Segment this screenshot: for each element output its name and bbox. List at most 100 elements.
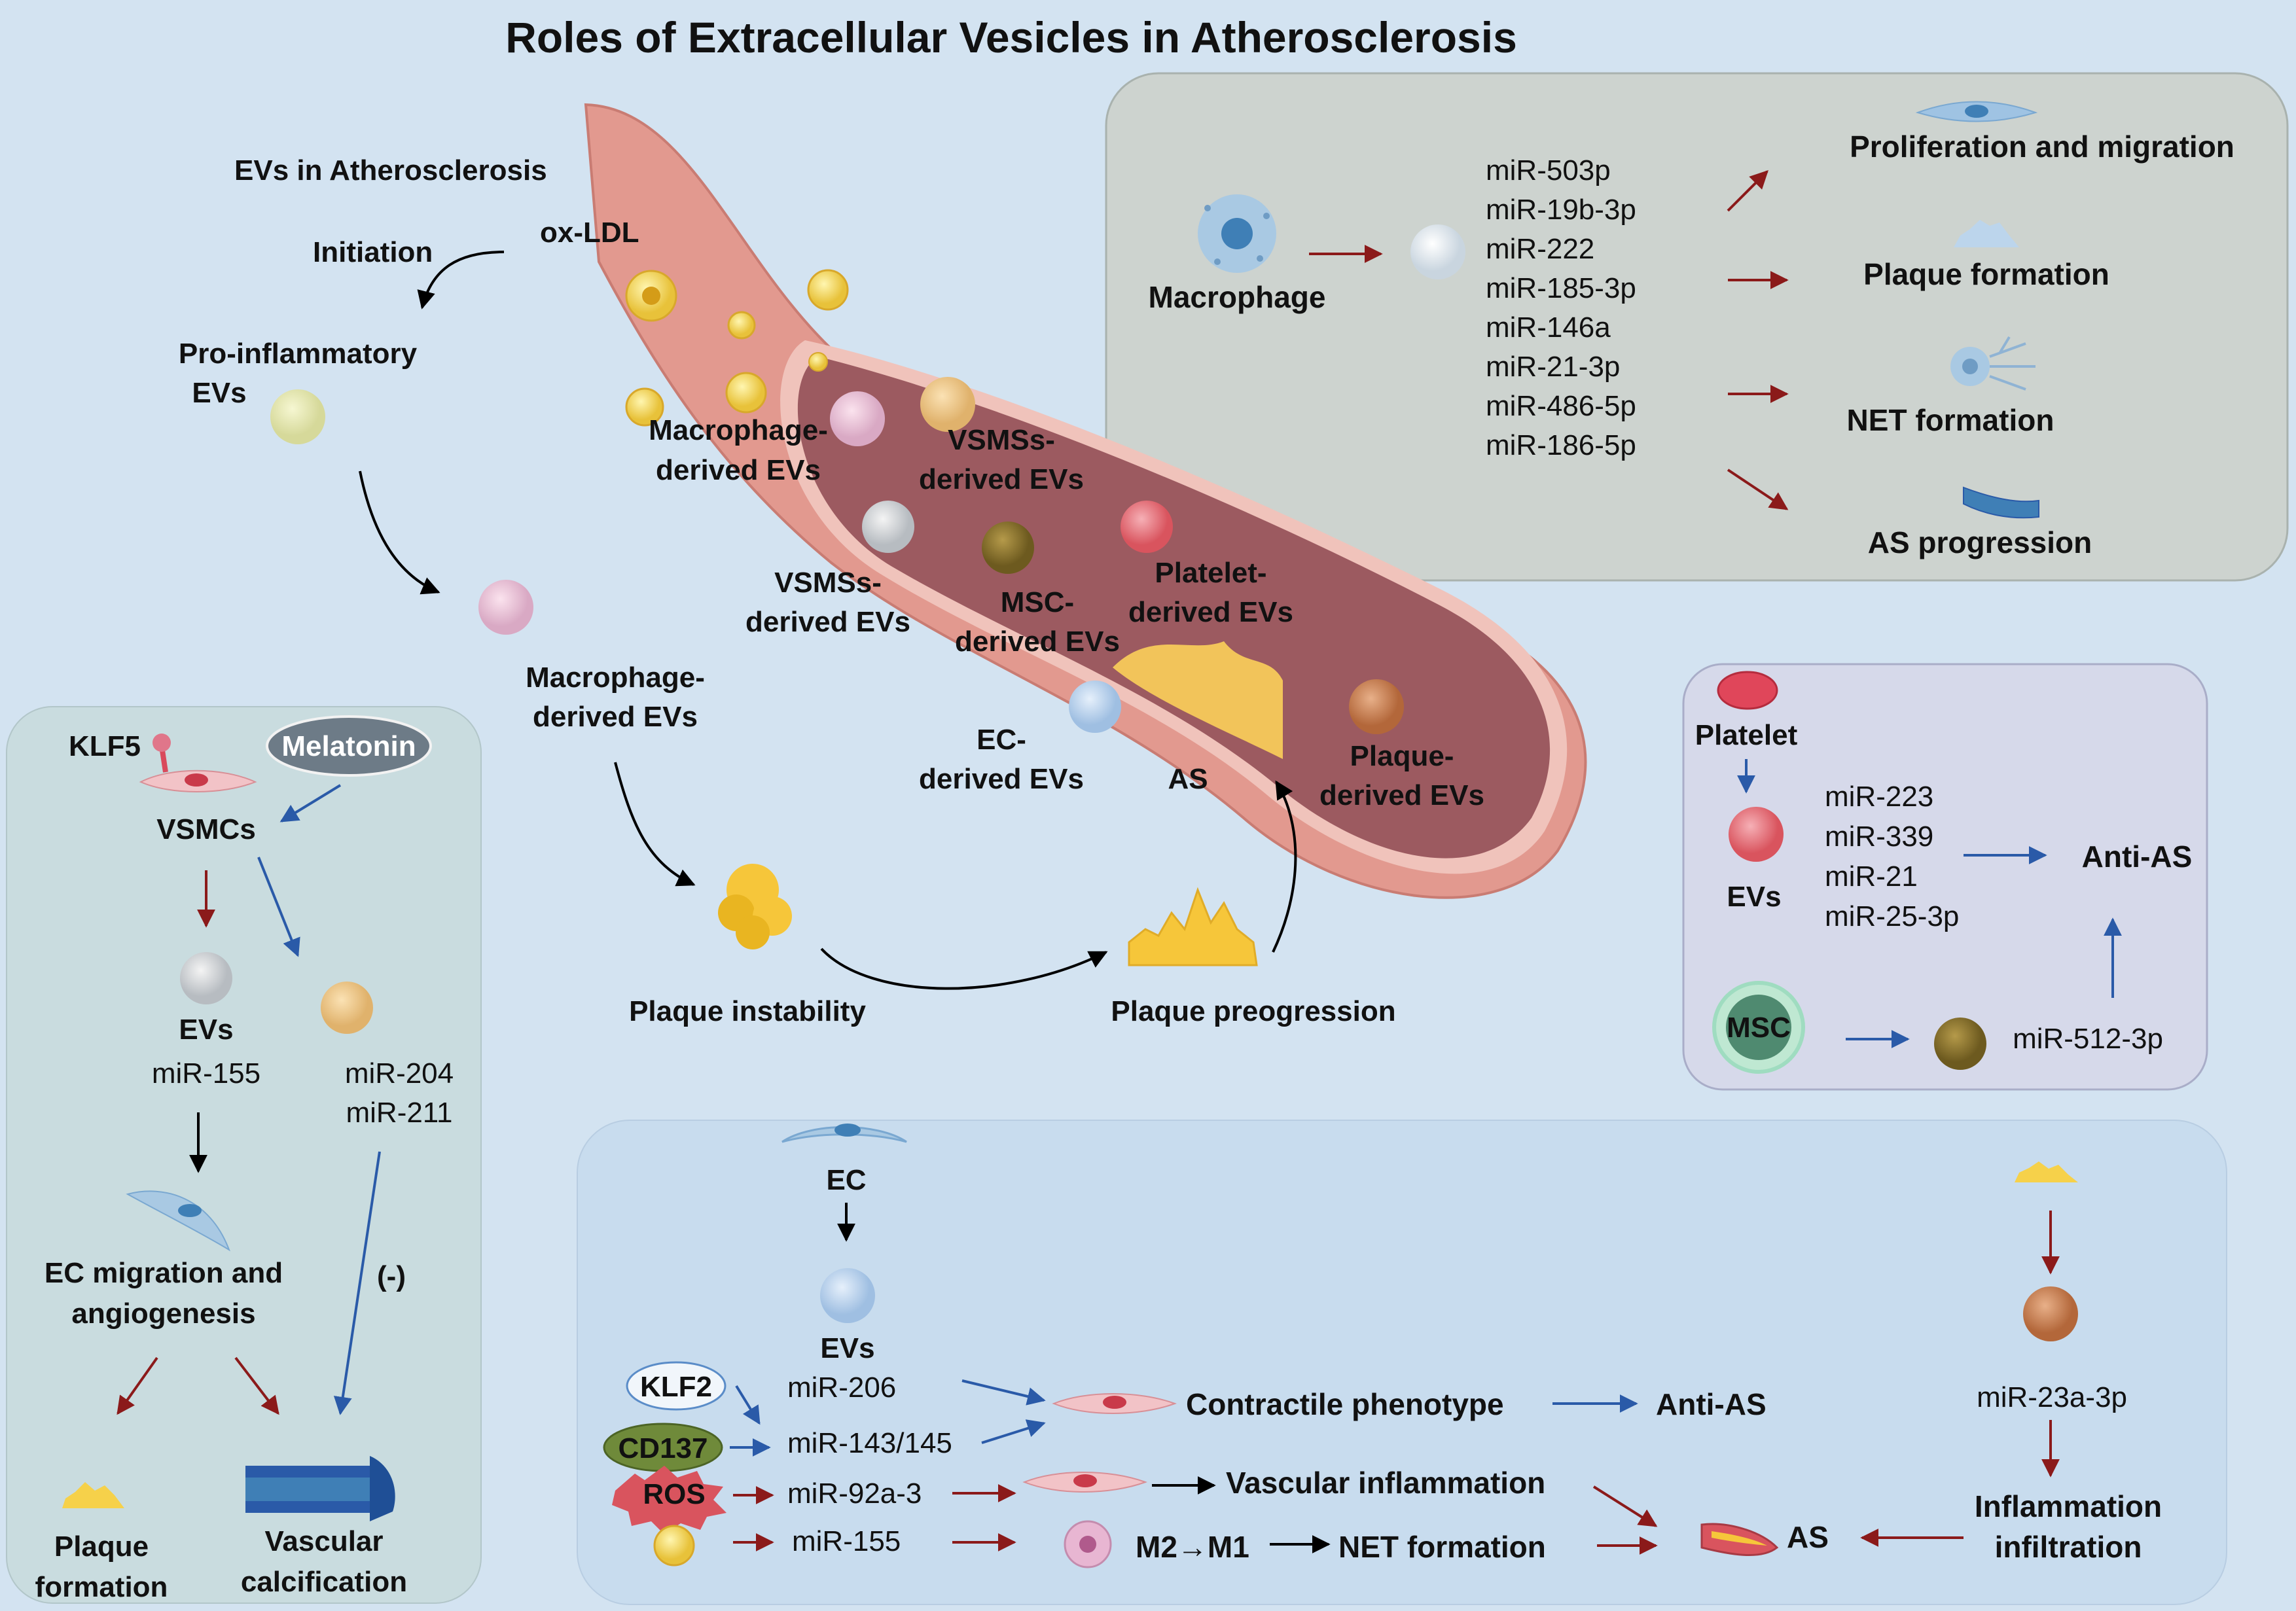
anti-as-label: Anti-AS bbox=[2082, 840, 2193, 874]
platelet-mirna-list: miR-223 miR-339 miR-21 miR-25-3p bbox=[1825, 781, 1959, 932]
platelet-ev-label: Platelet- bbox=[1155, 557, 1266, 589]
oxldl-particle-icon bbox=[807, 269, 849, 311]
melatonin-badge bbox=[266, 715, 432, 777]
pro-inflammatory-label: Pro-inflammatory bbox=[179, 338, 418, 370]
evs-in-as-label: EVs in Atherosclerosis bbox=[234, 154, 547, 186]
mir204-inhibit-arrow bbox=[333, 1151, 381, 1415]
ec-evs-label: EVs bbox=[820, 1332, 874, 1364]
ec-ev-icon bbox=[820, 1268, 875, 1323]
outcome-net-formation: NET formation bbox=[1847, 403, 2054, 437]
ec-ev-label: EC- bbox=[977, 724, 1026, 756]
oxldl-particle-icon bbox=[727, 311, 756, 340]
plaque-icon bbox=[62, 1482, 124, 1508]
macrophage-ev-label: Macrophage- bbox=[649, 414, 828, 446]
vsmc-panel bbox=[6, 706, 482, 1604]
vsmss-ev-label: VSMSs- bbox=[774, 567, 882, 599]
platelet-label: Platelet bbox=[1695, 719, 1798, 751]
platelet-ev-icon bbox=[1729, 807, 1784, 862]
vsmss-ev-label-top: VSMSs- bbox=[948, 424, 1055, 456]
outcome-arrow bbox=[1727, 170, 1768, 212]
mirna-item: miR-146a bbox=[1486, 311, 1611, 344]
macrophage-ev-icon bbox=[1410, 224, 1465, 279]
mirna-item: miR-486-5p bbox=[1486, 390, 1636, 422]
platelet-panel bbox=[1682, 663, 2208, 1091]
vascular-inflammation-label: Vascular inflammation bbox=[1226, 1466, 1545, 1500]
atherosclerotic-vessel-icon bbox=[1700, 1523, 1779, 1557]
vascular-inflammation-to-as-arrow bbox=[1592, 1485, 1658, 1527]
mirna-item: miR-503p bbox=[1486, 154, 1611, 186]
mirna-item: miR-19b-3p bbox=[1486, 194, 1636, 226]
klf2-arrow bbox=[735, 1385, 761, 1425]
macrophage-ev-label: derived EVs bbox=[656, 454, 821, 486]
oxldl-particle-icon bbox=[653, 1525, 695, 1567]
macrophage-label: Macrophage bbox=[1149, 280, 1326, 314]
inflammation-infiltration-label: Inflammation bbox=[1975, 1489, 2162, 1523]
cd137-label: CD137 bbox=[619, 1432, 708, 1464]
mirna-item: miR-25-3p bbox=[1825, 900, 1959, 932]
plaque-icon bbox=[1954, 220, 2019, 247]
unstable-plaque-icon bbox=[718, 864, 792, 949]
plaque-ev-icon bbox=[2023, 1286, 2078, 1341]
endothelial-cell-icon bbox=[126, 1190, 230, 1252]
msc-label: MSC bbox=[1727, 1012, 1791, 1044]
macrophage-mirna-list: miR-503p miR-19b-3p miR-222 miR-185-3p m… bbox=[1486, 154, 1636, 461]
smooth-muscle-cell-icon bbox=[1022, 1472, 1147, 1493]
mir206-arrow bbox=[961, 1379, 1046, 1406]
vsmss-ev-label: derived EVs bbox=[745, 606, 910, 638]
klf2-badge bbox=[626, 1361, 726, 1411]
vsmc-cell-icon bbox=[139, 770, 257, 792]
ec-panel bbox=[577, 1120, 2227, 1605]
pro-inflammatory-label: EVs bbox=[192, 377, 246, 409]
vascular-calcification-label: calcification bbox=[241, 1566, 407, 1598]
mirna-item: miR-223 bbox=[1825, 781, 1933, 813]
vsmc-ev-icon bbox=[321, 982, 373, 1034]
plaque-ev-label: Plaque- bbox=[1350, 740, 1454, 772]
flow-arrow-1 bbox=[359, 470, 440, 595]
mir204-label: miR-204 bbox=[345, 1057, 454, 1089]
mir211-label: miR-211 bbox=[346, 1097, 452, 1129]
melatonin-label: Melatonin bbox=[281, 730, 416, 762]
outcome-plaque-formation: Plaque formation bbox=[1863, 257, 2109, 291]
plaque-formation-label: Plaque bbox=[54, 1531, 149, 1563]
vascular-calcification-label: Vascular bbox=[264, 1525, 383, 1557]
oxldl-particle-icon bbox=[725, 372, 767, 414]
vsmcs-label: VSMCs bbox=[156, 813, 256, 845]
msc-ev-icon bbox=[1934, 1018, 1986, 1070]
mirna-item: miR-339 bbox=[1825, 821, 1933, 853]
macrophage-evs-label: Macrophage- bbox=[526, 662, 705, 694]
msc-ev-label: MSC- bbox=[1001, 586, 1074, 618]
platelet-ev-icon bbox=[1121, 501, 1173, 553]
ros-burst-icon bbox=[612, 1466, 726, 1534]
klf5-label: KLF5 bbox=[69, 730, 141, 762]
initiation-arrow bbox=[417, 251, 505, 310]
mirna-item: miR-186-5p bbox=[1486, 429, 1636, 461]
macrophage-panel bbox=[1105, 72, 2289, 582]
flow-arrow-2 bbox=[614, 762, 696, 887]
as-label: AS bbox=[1168, 763, 1208, 795]
macrophage-cell-icon bbox=[1064, 1520, 1112, 1568]
vsmc-ev-icon bbox=[920, 377, 975, 432]
macrophage-ev-icon bbox=[830, 391, 885, 446]
ox-ldl-label: ox-LDL bbox=[540, 217, 639, 249]
msc-ev-icon bbox=[982, 522, 1034, 574]
evs-label: EVs bbox=[179, 1014, 233, 1046]
calcified-vessel-icon bbox=[245, 1456, 395, 1521]
mir155-label: miR-155 bbox=[792, 1525, 901, 1557]
mir143-label: miR-143/145 bbox=[787, 1427, 952, 1459]
artery-illustration bbox=[584, 103, 1587, 899]
ec-to-calc-arrow bbox=[234, 1356, 279, 1415]
mir92-label: miR-92a-3 bbox=[787, 1478, 922, 1510]
migrating-cell-icon bbox=[1915, 101, 2038, 122]
as-label: AS bbox=[1787, 1520, 1829, 1554]
macrophage-cell-icon bbox=[1198, 194, 1276, 273]
flow-arrow-3 bbox=[820, 947, 1108, 990]
mirna-item: miR-185-3p bbox=[1486, 272, 1636, 304]
vessel-icon bbox=[1963, 486, 2039, 519]
ec-migration-label: EC migration and bbox=[45, 1257, 283, 1289]
plaque-icon bbox=[2015, 1161, 2078, 1182]
ec-label: EC bbox=[826, 1164, 866, 1196]
melatonin-arrow bbox=[279, 784, 342, 823]
platelet-icon bbox=[1717, 671, 1778, 710]
inhibit-label: (-) bbox=[377, 1260, 406, 1292]
